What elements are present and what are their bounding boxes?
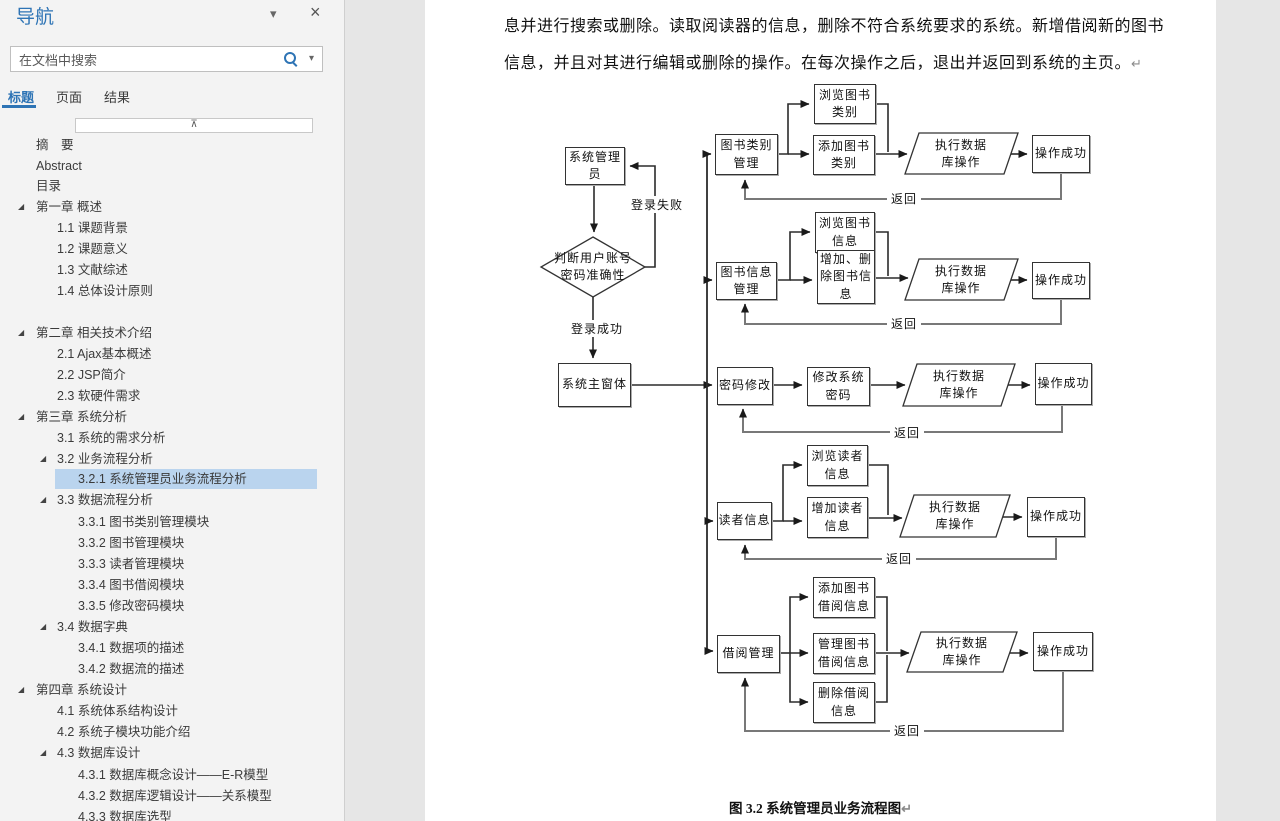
headings-list: 摘 要 Abstract 目录 ◢第一章 概述 1.1 课题背景 1.2 课题意… — [0, 0, 344, 821]
nav-item[interactable]: 3.3.4 图书借阅模块 — [78, 578, 185, 592]
node-op-success: 操作成功 — [1027, 497, 1085, 537]
collapse-icon[interactable]: ◢ — [40, 748, 47, 757]
node-op-success: 操作成功 — [1035, 363, 1092, 405]
navigation-pane: 导航 ▾ × ▾ 标题 页面 结果 ⊼ 摘 要 Abstract 目录 ◢第一章… — [0, 0, 345, 821]
nav-item[interactable]: 目录 — [36, 179, 62, 193]
label-return: 返回 — [890, 722, 924, 739]
nav-item[interactable]: 3.3.3 读者管理模块 — [78, 557, 185, 571]
nav-item[interactable]: 3.4.1 数据项的描述 — [78, 641, 185, 655]
nav-item[interactable]: ◢第二章 相关技术介绍 — [0, 323, 333, 343]
nav-item[interactable]: 4.2 系统子模块功能介绍 — [57, 725, 191, 739]
nav-item[interactable]: 3.3.2 图书管理模块 — [78, 536, 185, 550]
collapse-icon[interactable]: ◢ — [18, 685, 25, 694]
nav-item[interactable]: 4.3.1 数据库概念设计——E-R模型 — [78, 768, 269, 782]
nav-item[interactable]: 3.1 系统的需求分析 — [57, 431, 166, 445]
nav-item[interactable]: 摘 要 — [36, 138, 74, 152]
collapse-icon[interactable]: ◢ — [40, 454, 47, 463]
node-browse-category: 浏览图书类别 — [814, 84, 876, 124]
node-reader-info: 读者信息 — [717, 502, 772, 540]
nav-item[interactable]: ◢第一章 概述 — [0, 197, 333, 217]
search-icon[interactable] — [284, 52, 296, 64]
tab-headings[interactable]: 标题 — [8, 90, 35, 105]
label-return: 返回 — [887, 315, 921, 332]
nav-item[interactable]: ◢第三章 系统分析 — [0, 407, 333, 427]
label-login-success: 登录成功 — [569, 320, 625, 337]
label-return: 返回 — [887, 190, 921, 207]
nav-item[interactable]: ◢3.4 数据字典 — [0, 617, 333, 637]
nav-item[interactable]: ◢4.3 数据库设计 — [0, 743, 333, 763]
node-add-del-book-info: 增加、删除图书信息 — [817, 250, 875, 304]
nav-item[interactable]: 4.3.3 数据库选型 — [78, 810, 172, 821]
nav-item-selected[interactable]: 3.2.1 系统管理员业务流程分析 — [55, 469, 317, 489]
node-category-mgmt: 图书类别管理 — [715, 134, 778, 175]
nav-item[interactable]: ◢3.3 数据流程分析 — [0, 490, 333, 510]
node-del-borrow-info: 删除借阅信息 — [813, 682, 875, 723]
nav-item[interactable]: 1.1 课题背景 — [57, 221, 128, 235]
nav-item[interactable]: 2.2 JSP简介 — [57, 368, 126, 382]
nav-item[interactable]: 3.3.5 修改密码模块 — [78, 599, 185, 613]
node-info-mgmt: 图书信息管理 — [716, 262, 777, 300]
active-tab-underline — [2, 105, 36, 108]
node-op-success: 操作成功 — [1032, 135, 1090, 173]
nav-item[interactable]: 3.3.1 图书类别管理模块 — [78, 515, 210, 529]
scroll-to-top-button[interactable]: ⊼ — [75, 118, 313, 133]
tab-pages[interactable]: 页面 — [56, 90, 83, 105]
node-judge-password: 判断用户账号密码准确性 — [553, 250, 632, 282]
label-return: 返回 — [890, 424, 924, 441]
nav-item[interactable]: 1.2 课题意义 — [57, 242, 128, 256]
tab-results[interactable]: 结果 — [104, 90, 131, 105]
collapse-icon[interactable]: ◢ — [18, 412, 25, 421]
nav-item[interactable]: ◢3.2 业务流程分析 — [0, 449, 333, 469]
nav-pane-title: 导航 — [16, 7, 55, 28]
node-modify-sys-pwd: 修改系统密码 — [807, 367, 870, 406]
node-db-operation: 执行数据库操作 — [935, 635, 988, 667]
document-page: 息并进行搜索或删除。读取阅读器的信息，删除不符合系统要求的系统。新增借阅新的图书… — [425, 0, 1216, 821]
paragraph-mark: ↵ — [901, 801, 913, 816]
body-paragraph-line[interactable]: 息并进行搜索或删除。读取阅读器的信息，删除不符合系统要求的系统。新增借阅新的图书 — [504, 18, 1165, 35]
nav-item[interactable]: 2.3 软硬件需求 — [57, 389, 141, 403]
search-box[interactable]: ▾ — [10, 46, 323, 72]
collapse-icon[interactable]: ◢ — [18, 202, 25, 211]
node-op-success: 操作成功 — [1033, 632, 1093, 671]
node-browse-reader-info: 浏览读者信息 — [807, 445, 868, 486]
nav-item[interactable]: 4.1 系统体系结构设计 — [57, 704, 178, 718]
node-pwd-change: 密码修改 — [717, 367, 773, 405]
node-op-success: 操作成功 — [1032, 262, 1090, 299]
nav-item[interactable]: 1.3 文献综述 — [57, 263, 128, 277]
node-borrow-mgmt: 借阅管理 — [717, 635, 780, 673]
nav-item[interactable]: 2.1 Ajax基本概述 — [57, 347, 152, 361]
label-return: 返回 — [882, 550, 916, 567]
node-add-category: 添加图书类别 — [813, 135, 875, 175]
node-db-operation: 执行数据库操作 — [934, 263, 987, 295]
collapse-icon[interactable]: ◢ — [18, 328, 25, 337]
node-add-borrow-info: 添加图书借阅信息 — [813, 577, 875, 618]
search-options-chevron-icon[interactable]: ▾ — [308, 53, 314, 64]
node-main-window: 系统主窗体 — [558, 363, 631, 407]
nav-item[interactable]: 4.3.2 数据库逻辑设计——关系模型 — [78, 789, 272, 803]
node-manage-borrow-info: 管理图书借阅信息 — [813, 633, 875, 674]
node-db-operation: 执行数据库操作 — [932, 368, 985, 400]
nav-item[interactable]: 1.4 总体设计原则 — [57, 284, 153, 298]
node-browse-book-info: 浏览图书信息 — [815, 212, 875, 253]
node-db-operation: 执行数据库操作 — [934, 137, 987, 169]
node-db-operation: 执行数据库操作 — [928, 499, 981, 531]
collapse-icon[interactable]: ◢ — [40, 495, 47, 504]
node-admin: 系统管理员 — [565, 147, 625, 185]
figure-caption: 图 3.2 系统管理员业务流程图↵ — [728, 801, 913, 816]
paragraph-mark: ↵ — [1131, 56, 1142, 71]
nav-item[interactable]: ◢第四章 系统设计 — [0, 680, 333, 700]
collapse-icon[interactable]: ◢ — [40, 622, 47, 631]
search-input[interactable] — [17, 49, 271, 71]
top-icon: ⊼ — [190, 119, 198, 130]
label-login-fail: 登录失败 — [629, 196, 685, 213]
nav-item[interactable]: Abstract — [36, 159, 82, 173]
nav-item[interactable]: 3.4.2 数据流的描述 — [78, 662, 185, 676]
node-add-reader-info: 增加读者信息 — [807, 497, 868, 538]
nav-pane-menu-icon[interactable]: ▾ — [270, 6, 277, 21]
close-icon[interactable]: × — [310, 2, 321, 22]
body-paragraph-line[interactable]: 信息，并且对其进行编辑或删除的操作。在每次操作之后，退出并返回到系统的主页。↵ — [504, 55, 1142, 72]
